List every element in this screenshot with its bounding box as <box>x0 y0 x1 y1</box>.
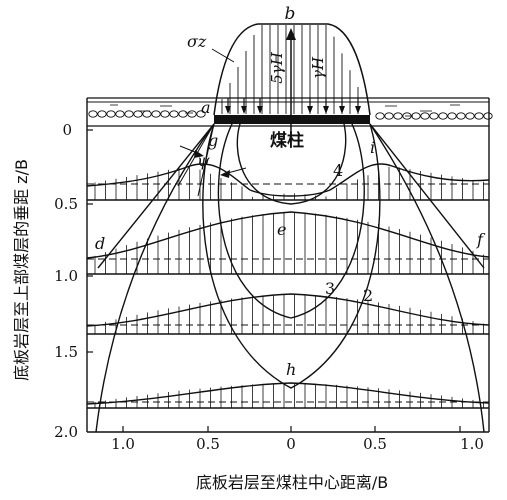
label-a: a <box>201 98 211 117</box>
stress-hatching <box>94 166 484 408</box>
strata-dashes <box>110 104 460 117</box>
isobar-4 <box>236 123 347 205</box>
label-e: e <box>277 220 286 239</box>
point-labels: g ψ i d e f h 2 3 4 <box>95 131 486 379</box>
isobar-2 <box>202 123 381 389</box>
stress-distributions <box>86 163 490 409</box>
coal-pillar-bar <box>214 115 370 124</box>
y-tick-0: 0 <box>62 121 72 139</box>
label-psi: ψ <box>197 151 210 170</box>
sigma-leader <box>211 48 235 63</box>
y-tick-labels: 0 0.5 1.0 1.5 2.0 <box>54 121 78 441</box>
inner-line-left <box>97 123 215 269</box>
label-i: i <box>370 138 375 157</box>
label-curve-3: 3 <box>325 279 335 298</box>
load-diagram <box>211 23 371 140</box>
load-label-gammaH: γH <box>309 56 327 79</box>
outer-boundary-right <box>369 123 485 433</box>
label-curve-2: 2 <box>363 286 373 305</box>
x-tick-right-1.0: 1.0 <box>460 435 484 453</box>
y-ticks <box>87 129 93 353</box>
label-sigma-z: σz <box>187 32 207 51</box>
x-ticks <box>122 426 461 432</box>
x-tick-right-0.5: 0.5 <box>363 435 387 453</box>
coal-pillar-label: 煤柱 <box>270 130 304 151</box>
label-b: b <box>285 4 296 24</box>
label-curve-4: 4 <box>333 161 343 180</box>
psi-line-1 <box>197 123 215 197</box>
x-tick-left-1.0: 1.0 <box>111 435 135 453</box>
label-d: d <box>95 234 105 253</box>
axes-frame <box>86 98 490 433</box>
y-tick-1.5: 1.5 <box>54 343 78 361</box>
x-tick-0: 0 <box>286 435 296 453</box>
x-axis-title: 底板岩层至煤柱中心距离/B <box>196 473 388 492</box>
y-tick-0.5: 0.5 <box>54 195 78 213</box>
outer-boundary-left <box>95 123 215 433</box>
inner-line-right <box>369 123 485 269</box>
stress-curve-z1.85 <box>86 382 490 405</box>
stress-curve-z0.4 <box>86 163 490 197</box>
y-tick-2.0: 2.0 <box>54 423 78 441</box>
sigma-z-curve <box>213 23 371 116</box>
x-tick-left-0.5: 0.5 <box>196 435 220 453</box>
stress-curve-z1.35 <box>86 293 490 327</box>
label-h: h <box>286 360 296 379</box>
x-tick-labels: 1.0 0.5 0 0.5 1.0 <box>111 435 484 453</box>
label-g: g <box>208 131 218 150</box>
coal-seam-strata <box>87 97 493 127</box>
isobar-3 <box>217 123 365 319</box>
isobars <box>95 123 485 433</box>
y-axis-title: 底板岩层至上部煤层的垂距 z/B <box>12 159 31 381</box>
load-label-5gammaH: 5γH <box>268 51 286 84</box>
load-arrows <box>225 98 361 114</box>
y-tick-1.0: 1.0 <box>54 267 78 285</box>
pillar-label-backdrop <box>258 130 316 150</box>
label-f: f <box>476 230 486 249</box>
